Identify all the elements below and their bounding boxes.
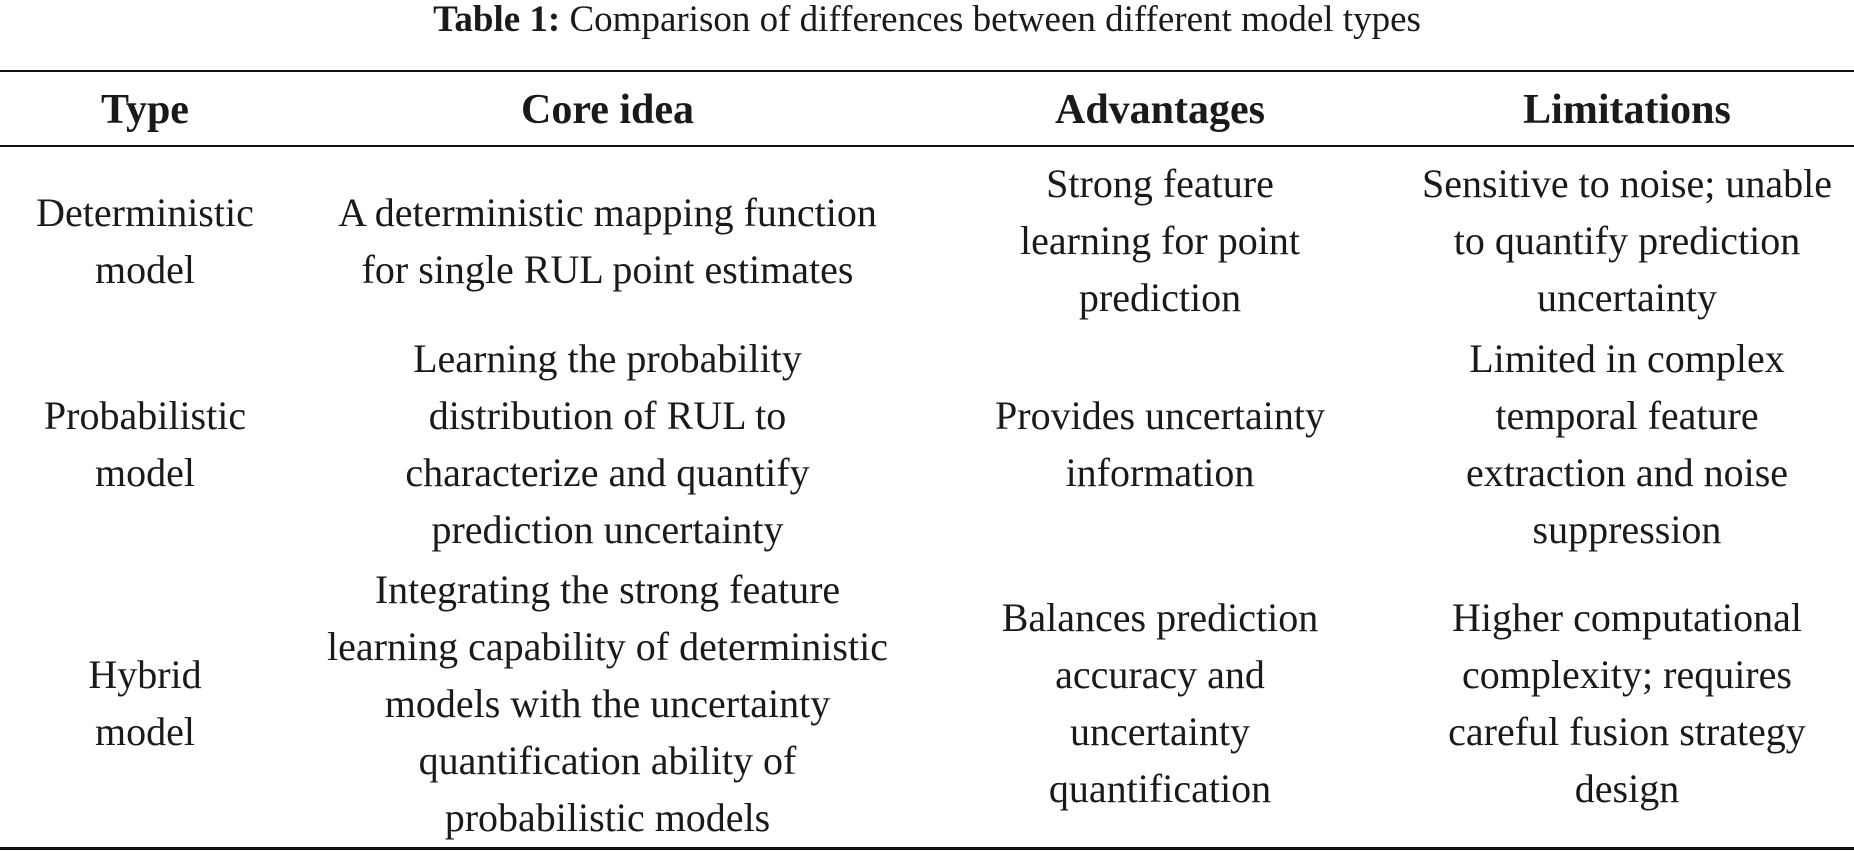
column-header-advantages: Advantages xyxy=(1054,87,1266,133)
table-row-2-advantages: Provides uncertainty information xyxy=(995,393,1325,495)
table-row-3-type: Hybrid model xyxy=(88,652,202,754)
table-row-2-limitations: Limited in complex temporal feature extr… xyxy=(1465,336,1789,552)
table-row-3-advantages: Balances prediction accuracy and uncerta… xyxy=(1001,595,1319,811)
table-row-3-core-idea: Integrating the strong feature learning … xyxy=(327,566,888,840)
table-caption: Table 1: Comparison of differences betwe… xyxy=(0,0,1854,40)
table-row-2-core-idea: Learning the probability distribution of… xyxy=(405,336,810,552)
column-header-type: Type xyxy=(101,87,189,133)
table-row-1-limitations: Sensitive to noise; unable to quantify p… xyxy=(1422,161,1832,320)
table-row-1-core-idea: A deterministic mapping function for sin… xyxy=(338,189,877,292)
table-header-rule xyxy=(0,145,1854,147)
table-caption-text: Comparison of differences between differ… xyxy=(560,0,1421,40)
table-row-1-advantages: Strong feature learning for point predic… xyxy=(1020,161,1300,320)
table-row-1-type: Deterministic model xyxy=(36,189,254,292)
column-header-core-idea: Core idea xyxy=(520,87,695,133)
column-header-limitations: Limitations xyxy=(1523,87,1731,133)
table-bottom-rule xyxy=(0,847,1854,850)
table-caption-label: Table 1: xyxy=(433,0,561,40)
table-row-2-type: Probabilistic model xyxy=(43,393,247,495)
table-top-rule xyxy=(0,70,1854,72)
table-row-3-limitations: Higher computational complexity; require… xyxy=(1448,595,1806,811)
